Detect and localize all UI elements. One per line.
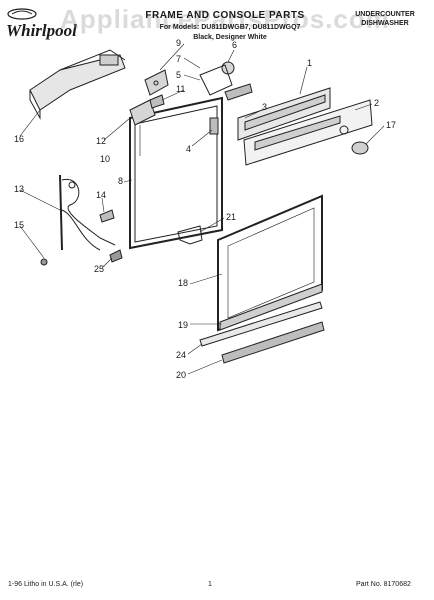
leader-lines [19, 43, 385, 375]
part-5-bracket [144, 69, 169, 96]
models-line: For Models: DU811DWGB7, DU811DWGQ7 [159, 24, 301, 31]
callout-17: 17 [386, 120, 396, 130]
watermark: AppliancePartsPros.com [60, 4, 390, 34]
color-line: Black, Designer White [193, 34, 267, 41]
product-type-line2: DISHWASHER [361, 20, 409, 27]
part-21-bracket [177, 225, 203, 245]
callout-21: 21 [226, 212, 236, 222]
part-number: Part No. 8170682 [356, 581, 411, 588]
callout-10: 10 [100, 154, 110, 164]
callout-11: 11 [176, 84, 185, 94]
callout-14: 14 [96, 190, 106, 200]
callout-24: 24 [176, 350, 186, 360]
callout-3: 3 [262, 102, 267, 112]
part-7-hook [224, 83, 253, 101]
part-1-control-panel [237, 87, 331, 141]
part-17-knob [351, 141, 369, 155]
product-type-line1: UNDERCOUNTER [355, 11, 415, 18]
callout-8: 8 [118, 176, 123, 186]
brand-name: Whirlpool [6, 21, 77, 40]
part-6-latch [199, 61, 235, 96]
part-4-switch [209, 117, 219, 135]
callout-9: 9 [176, 38, 181, 48]
part-14-connector [99, 209, 115, 223]
part-11-clip [149, 94, 165, 109]
part-20-toe-strip [221, 321, 325, 364]
part-24-strip [199, 301, 323, 347]
part-2-console-trim [243, 99, 373, 166]
whirlpool-logo-graphic: Whirlpool [6, 8, 77, 40]
part-16-vent [29, 49, 126, 120]
part-19-door-trim [219, 283, 323, 331]
callout-19: 19 [178, 320, 188, 330]
callout-12: 12 [96, 136, 106, 146]
callout-labels: 1 2 3 4 5 6 7 8 9 10 11 12 13 14 15 16 1… [14, 38, 396, 380]
litho-note: 1-96 Litho in U.S.A. (rle) [8, 581, 84, 588]
part-25-clip [109, 249, 123, 263]
callout-2: 2 [374, 98, 379, 108]
part-12-hinge [129, 99, 156, 126]
callout-20: 20 [176, 370, 186, 380]
callout-6: 6 [232, 40, 237, 50]
callout-15: 15 [14, 220, 24, 230]
callout-5: 5 [176, 70, 181, 80]
callout-13: 13 [14, 184, 24, 194]
whirlpool-logo: Whirlpool [4, 6, 94, 46]
callout-25: 25 [94, 264, 104, 274]
part-15-screw [40, 258, 48, 266]
callout-1: 1 [307, 58, 312, 68]
part-8-door-frame [129, 96, 223, 250]
product-type: UNDERCOUNTER DISHWASHER [340, 10, 430, 28]
page-number: 1 [208, 581, 212, 588]
page-title: FRAME AND CONSOLE PARTS [145, 10, 305, 21]
part-13-wire-harness [59, 174, 116, 251]
callout-16: 16 [14, 134, 24, 144]
callout-4: 4 [186, 144, 191, 154]
callout-7a: 7 [176, 54, 181, 64]
callout-18: 18 [178, 278, 188, 288]
